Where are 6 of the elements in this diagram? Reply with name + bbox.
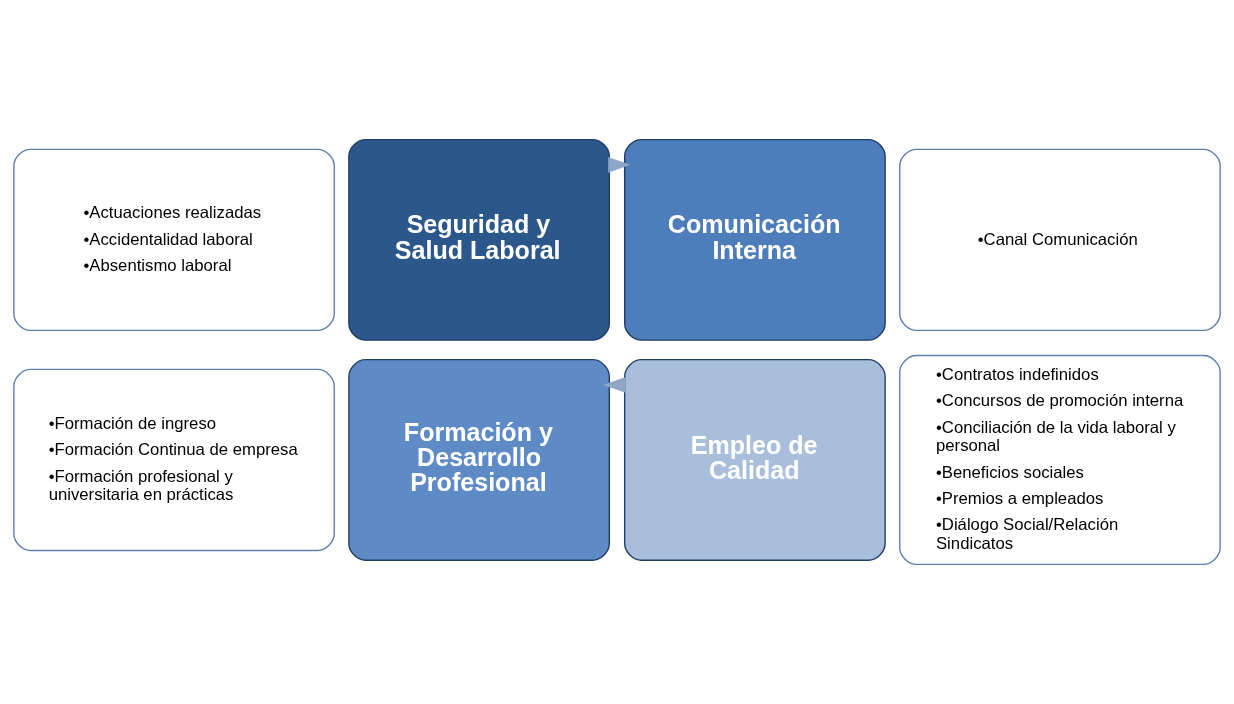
node-box: •Actuaciones realizadas •Accidentalidad laboral •Absentismo laboral (13, 148, 335, 332)
node-box: •Canal Comunicación (899, 148, 1221, 332)
node-box: •Contratos indefinidos •Concursos de promoción interna •Conciliación de la vida laboral y personal •Beneficios sociales •Premios a empleados •Diálogo Social/Relación Sindicatos (899, 354, 1221, 566)
node-box: •Formación de ingreso •Formación Continua de empresa •Formación profesional y universitaria en prácticas (13, 368, 335, 552)
node-box: Comunicación Interna (623, 138, 886, 341)
node-box: Formación y Desarrollo Profesional (348, 358, 611, 561)
